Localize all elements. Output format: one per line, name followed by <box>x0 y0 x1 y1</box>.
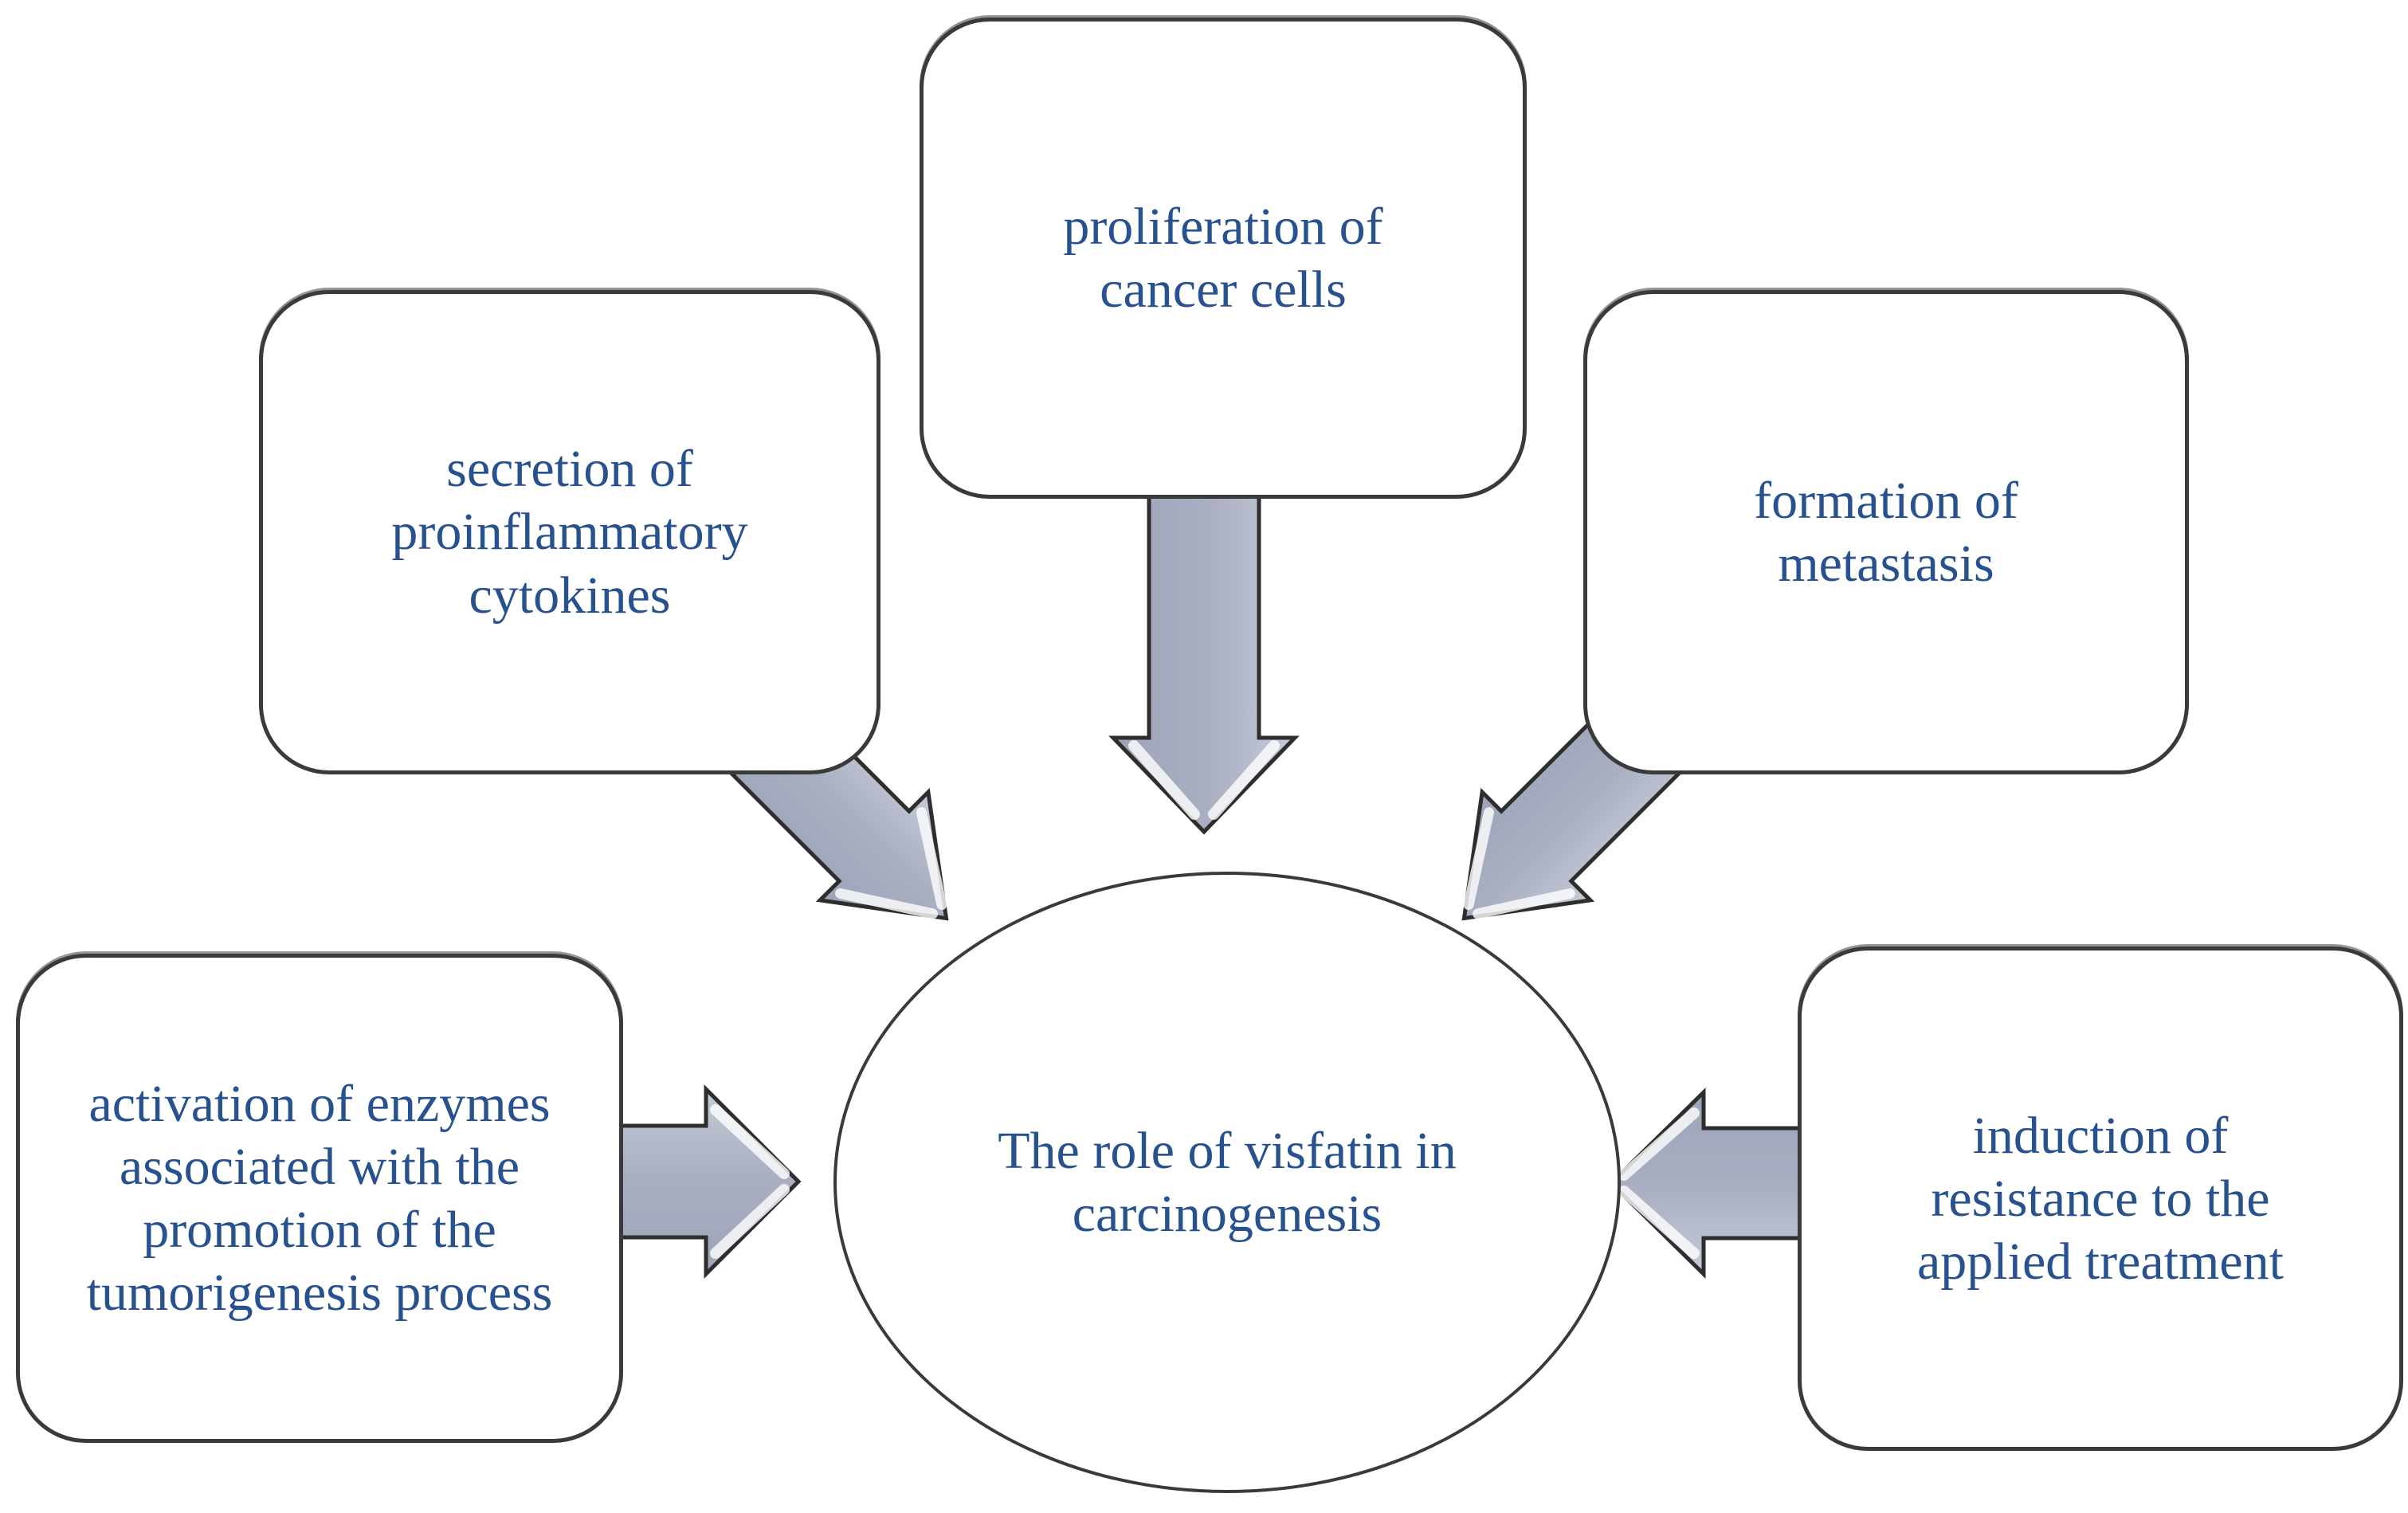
node-top-center-label: proliferation of cancer cells <box>1063 197 1383 319</box>
node-center-ellipse: The role of visfatin in carcinogenesis <box>833 872 1621 1493</box>
node-right-label: induction of resistance to the applied t… <box>1917 1106 2284 1292</box>
arrow-top-center-to-center <box>1108 488 1300 835</box>
arrow-shape <box>603 1084 802 1280</box>
arrow-shape <box>1108 488 1300 835</box>
node-top-right: formation of metastasis <box>1583 290 2189 774</box>
arrow-gloss <box>1128 740 1280 820</box>
node-top-center: proliferation of cancer cells <box>920 18 1527 499</box>
arrow-gloss <box>835 807 947 919</box>
arrow-gloss <box>710 1104 790 1259</box>
arrow-gloss <box>1463 807 1575 919</box>
node-right: induction of resistance to the applied t… <box>1798 947 2403 1451</box>
node-top-left-label: secretion of proinflammatory cytokines <box>391 440 748 625</box>
arrow-shape <box>1608 1088 1818 1279</box>
node-left: activation of enzymes associated with th… <box>16 954 623 1443</box>
arrow-left-to-center <box>603 1084 802 1280</box>
arrow-right-to-center <box>1608 1088 1818 1279</box>
node-top-left: secretion of proinflammatory cytokines <box>259 290 880 774</box>
node-top-right-label: formation of metastasis <box>1754 471 2018 593</box>
arrow-gloss <box>1618 1107 1700 1259</box>
node-left-label: activation of enzymes associated with th… <box>86 1074 553 1323</box>
node-center-label: The role of visfatin in carcinogenesis <box>998 1121 1457 1243</box>
